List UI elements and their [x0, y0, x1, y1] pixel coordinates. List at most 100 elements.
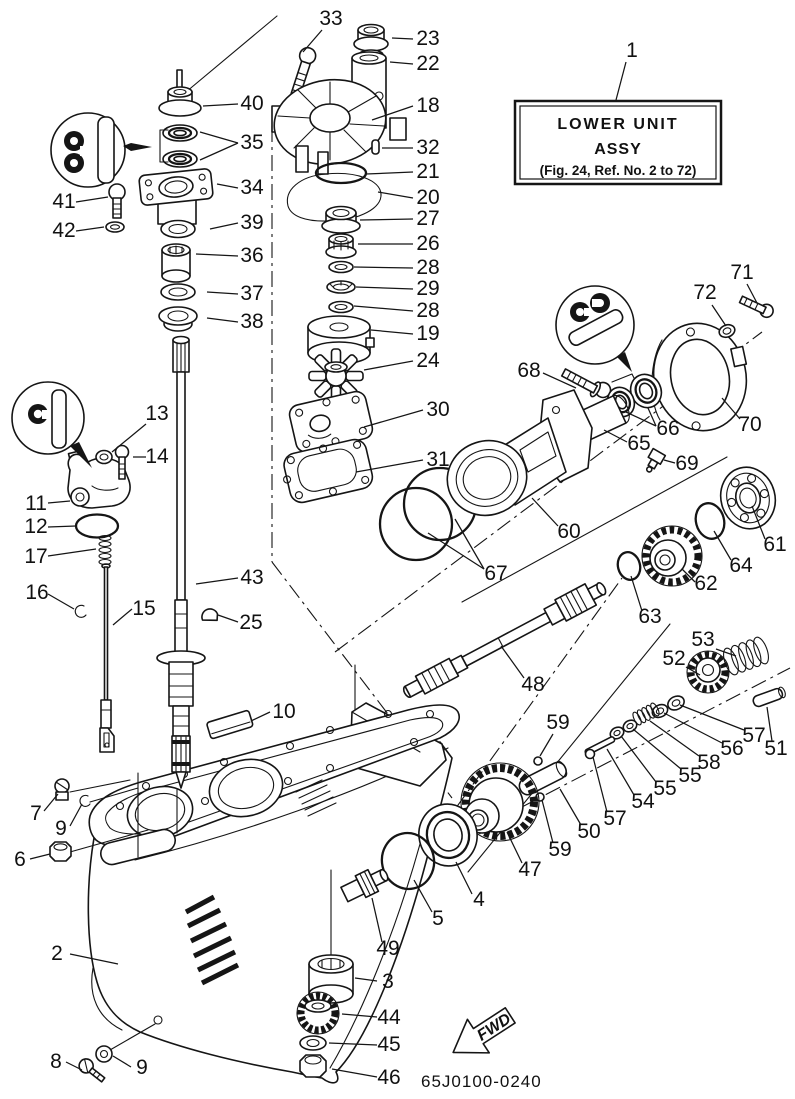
part-40-oil-seal-housing: [158, 69, 202, 117]
callout-23-2: 23: [416, 27, 439, 50]
part-55-washer-b: [609, 726, 625, 740]
callout-leader-5-68: [413, 879, 433, 913]
callout-leader-72-24: [711, 304, 727, 327]
part-4-bearing: [418, 803, 478, 867]
callout-68-26: 68: [517, 359, 540, 382]
callout-17-39: 17: [24, 545, 47, 568]
part-14-bolt: [114, 444, 130, 480]
part-2-lower-casing: [69, 664, 460, 1084]
callout-67-41: 67: [484, 562, 507, 585]
callout-37-19: 37: [240, 282, 263, 305]
part-27-seal: [321, 205, 361, 234]
callout-8-74: 8: [50, 1050, 62, 1073]
callout-leader-6-66: [29, 853, 51, 860]
callout-36-16: 36: [240, 244, 263, 267]
callout-leader-68-26: [542, 372, 577, 389]
part-46-nut: [299, 1054, 327, 1078]
callout-leader-46-76: [331, 1068, 378, 1078]
fwd-arrow: FWD: [452, 1007, 516, 1054]
part-64-oring: [694, 502, 726, 540]
callout-leader-17-39: [47, 548, 97, 557]
title-line-3: (Fig. 24, Ref. No. 2 to 72): [540, 163, 697, 178]
part-32-pin: [371, 139, 380, 155]
part-15-shift-rod: [99, 563, 115, 753]
callout-54-59: 54: [631, 790, 655, 813]
callout-leader-67-41: [454, 518, 485, 570]
callout-24-25: 24: [416, 349, 440, 372]
callout-leader-3-71: [354, 977, 378, 982]
callout-leader-66-29: [647, 407, 657, 427]
part-36-bushing: [161, 243, 191, 283]
part-45-washer: [299, 1035, 327, 1051]
callout-28-17: 28: [416, 256, 439, 279]
part-59-ball-a: [533, 756, 543, 766]
callout-7-64: 7: [30, 802, 42, 825]
title-line-1: LOWER UNIT: [557, 116, 678, 133]
callout-leader-8-74: [65, 1061, 83, 1071]
part-62-reverse-gear: [641, 525, 703, 587]
callout-leader-4-67: [455, 861, 473, 895]
callout-71-23: 71: [730, 261, 753, 284]
callout-45-73: 45: [377, 1033, 400, 1056]
callout-51-57: 51: [764, 737, 787, 760]
callout-leader-9-75: [112, 1055, 132, 1068]
callout-29-18: 29: [416, 277, 439, 300]
callout-leader-62-43: [681, 568, 696, 583]
callout-leader-20-10: [377, 191, 414, 199]
callout-leader-13-28: [111, 423, 147, 453]
part-8-screw: [78, 1058, 106, 1083]
callout-leader-55-53: [632, 728, 682, 770]
callout-leader-52-49: [685, 666, 701, 676]
callout-50-61: 50: [577, 820, 600, 843]
callout-leader-69-34: [663, 459, 676, 464]
callout-leader-51-57: [766, 706, 773, 742]
title-box: LOWER UNIT ASSY (Fig. 24, Ref. No. 2 to …: [513, 99, 723, 186]
callout-57-56: 57: [742, 724, 765, 747]
callout-11-35: 11: [25, 492, 47, 515]
part-58-spring: [632, 702, 660, 726]
part-31-gasket-plate: [283, 438, 374, 504]
callout-26-15: 26: [416, 232, 439, 255]
callout-13-28: 13: [145, 402, 168, 425]
callout-leader-15-45: [112, 608, 133, 626]
part-16-clip: [74, 604, 87, 618]
part-57-washer-a: [667, 695, 685, 711]
part-61-ball-bearing: [719, 466, 777, 530]
part-3-bushing: [308, 954, 354, 1004]
callout-5-68: 5: [432, 907, 444, 930]
callout-leader-45-73: [328, 1042, 378, 1046]
deck-grille-stripes: [295, 779, 337, 817]
callout-leader-24-25: [363, 360, 414, 371]
callout-leader-40-4: [202, 103, 239, 107]
part-57-ball-b: [584, 748, 596, 760]
callout-leader-49-69: [371, 897, 383, 943]
callout-leader-64-40: [713, 530, 732, 561]
part-41-bolt: [108, 183, 126, 219]
callout-leader-9-65: [69, 803, 83, 827]
part-72-washer: [718, 323, 736, 339]
callout-leader-28-17: [353, 266, 414, 269]
part-69-plug: [645, 447, 667, 473]
part-6-nut: [49, 841, 72, 862]
callout-32-7: 32: [416, 136, 439, 159]
callout-12-36: 12: [24, 515, 47, 538]
part-17-spring: [98, 534, 112, 566]
callout-leader-22-3: [389, 61, 414, 65]
callout-leader-61-38: [751, 505, 766, 540]
callout-leader-30-27: [363, 409, 424, 428]
part-7-screw: [54, 778, 70, 801]
callout-60-37: 60: [557, 520, 580, 543]
callout-28-20: 28: [416, 299, 439, 322]
callout-leader-50-61: [559, 788, 582, 826]
callout-52-49: 52: [662, 647, 685, 670]
part-29-lock-washer: [326, 280, 356, 294]
callout-leader-55-54: [620, 735, 657, 783]
detail-circle-clip-right: [555, 285, 639, 387]
callout-33-1: 33: [319, 7, 342, 30]
callout-leader-42-14: [75, 226, 105, 232]
part-48-propeller-shaft: [402, 582, 607, 698]
detail-circle-clip-top: [50, 112, 152, 188]
callout-leader-37-19: [206, 291, 239, 295]
callout-leader-12-36: [47, 525, 77, 528]
